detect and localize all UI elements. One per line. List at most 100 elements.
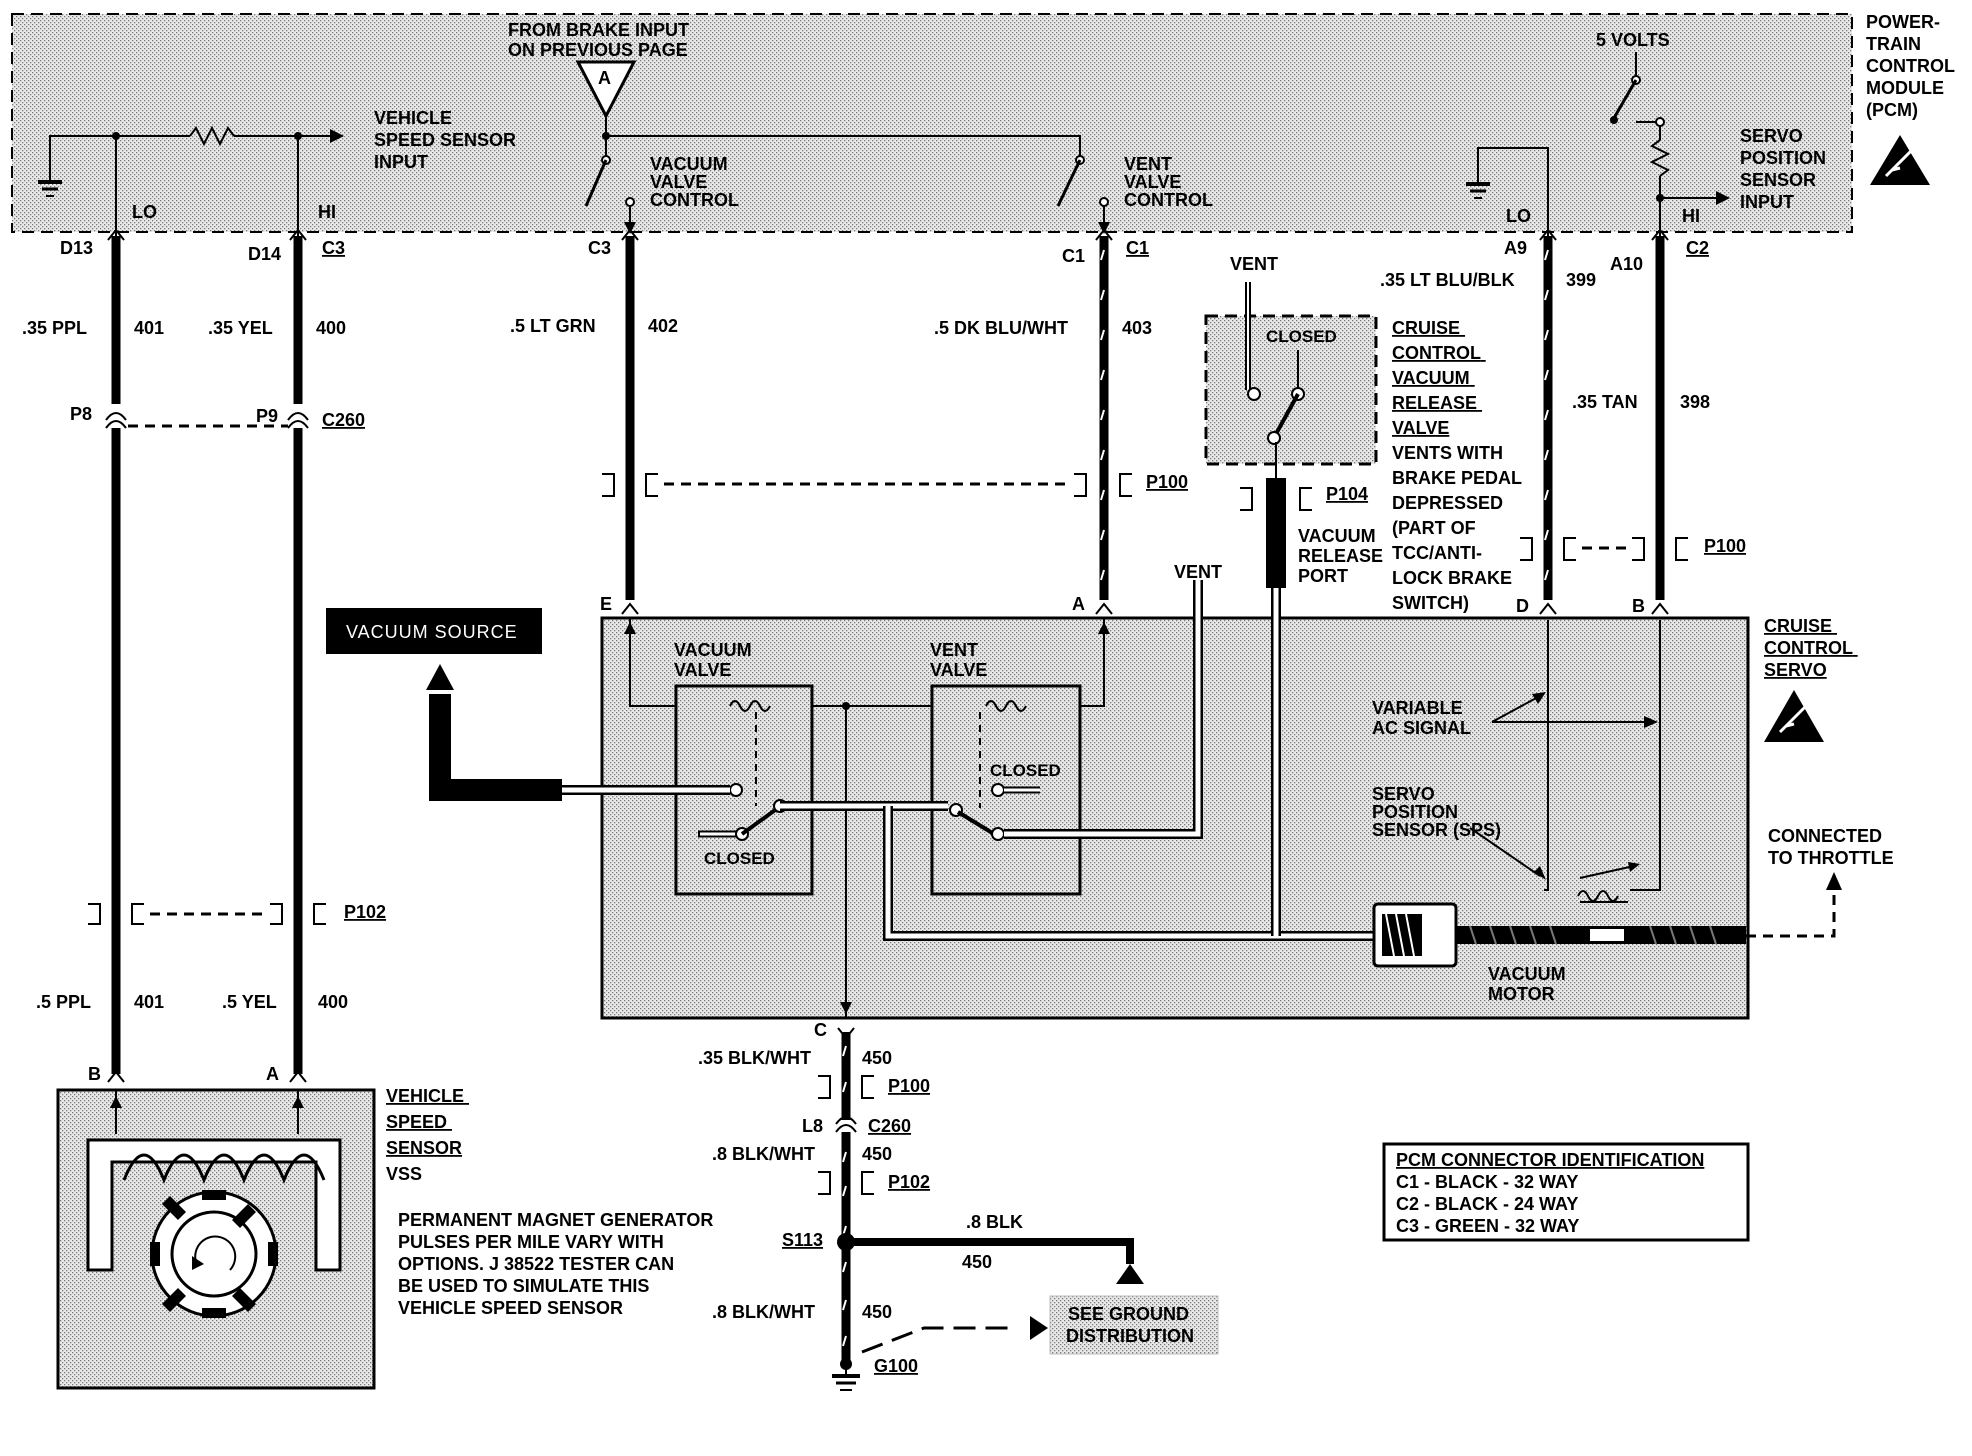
sps-coil-icon: [1577, 862, 1640, 903]
brake-input-marker: [575, 60, 637, 120]
vent-valve-label: VENT VALVE: [930, 640, 987, 680]
p102-connector-ground: [818, 1171, 874, 1195]
ground-symbol-icon: [38, 140, 62, 197]
wire-450-color-c: .8 BLK: [966, 1212, 1023, 1232]
release-port-label: VACUUM RELEASE PORT: [1298, 526, 1388, 586]
p100-connector-ground: [818, 1075, 874, 1099]
resistor-icon: [1649, 139, 1671, 177]
wire-402-number: 402: [648, 316, 678, 336]
p104-connector: [1240, 487, 1312, 511]
wire-401: [105, 228, 127, 1074]
terminal-a10: A10: [1610, 254, 1643, 274]
arrow-right-icon: [330, 129, 344, 143]
pcm-connector-row: C1 - BLACK - 32 WAY: [1396, 1172, 1578, 1192]
wire-400-color-lower: .5 YEL: [222, 992, 277, 1012]
hi-label: HI: [1682, 206, 1700, 226]
vent-label-servo: VENT: [1174, 562, 1222, 582]
pcm-title-line: POWER-: [1866, 12, 1940, 32]
vacuum-motor: [1372, 902, 1746, 968]
terminal-c1: C1: [1062, 246, 1085, 266]
connector-c3-label: C3: [322, 238, 345, 258]
release-port-plug: [1266, 478, 1286, 588]
pcm-title-line: TRAIN: [1866, 34, 1921, 54]
cruise-servo-label: CRUISE CONTROL SERVO: [1764, 616, 1858, 680]
terminal-d14: D14: [248, 244, 281, 264]
terminal-c3: C3: [588, 238, 611, 258]
wire-402: [621, 228, 639, 615]
connector-p104-label: P104: [1326, 484, 1368, 504]
terminal-a: A: [1072, 594, 1085, 614]
resistor-icon: [189, 125, 235, 147]
wire-400-color: .35 YEL: [208, 318, 273, 338]
vacuum-source-hose: [426, 664, 562, 801]
terminal-p8: P8: [70, 404, 92, 424]
pcm-connector-row: C3 - GREEN - 32 WAY: [1396, 1216, 1579, 1236]
hi-label: HI: [318, 202, 336, 222]
wire-450-number-b: 450: [862, 1144, 892, 1164]
terminal-p9: P9: [256, 406, 278, 426]
ground-g100-icon: [832, 1358, 860, 1391]
vacuum-valve-closed-label: CLOSED: [704, 849, 775, 868]
connector-c2-label: C2: [1686, 238, 1709, 258]
wire-401-number: 401: [134, 318, 164, 338]
solenoid-coil-icon: [729, 700, 771, 712]
see-ground-label: SEE GROUND DISTRIBUTION: [1066, 1304, 1194, 1346]
p100-connector: [602, 473, 1132, 497]
terminal-a9: A9: [1504, 238, 1527, 258]
wire-398: [1651, 228, 1669, 615]
wire-400-number-lower: 400: [318, 992, 348, 1012]
vacuum-tubing: [560, 580, 1380, 941]
pcm-title-line: CONTROL: [1866, 56, 1955, 76]
pcm-connector-title: PCM CONNECTOR IDENTIFICATION: [1396, 1150, 1704, 1170]
release-valve-closed-label: CLOSED: [1266, 327, 1337, 346]
ground-g100-label: G100: [874, 1356, 918, 1376]
wire-401-color: .35 PPL: [22, 318, 87, 338]
wire-400-number: 400: [316, 318, 346, 338]
sps-label: SERVO POSITION SENSOR (SPS): [1372, 784, 1501, 840]
vss-abbrev: VSS: [386, 1164, 422, 1184]
connector-p102-label-ground: P102: [888, 1172, 930, 1192]
wire-450-color-a: .35 BLK/WHT: [698, 1048, 811, 1068]
connector-p102-label: P102: [344, 902, 386, 922]
vent-label-top: VENT: [1230, 254, 1278, 274]
solenoid-coil-icon: [985, 700, 1027, 712]
splice-s113-label: S113: [782, 1230, 823, 1250]
pcm-title-line: MODULE: [1866, 78, 1944, 98]
terminal-vss-b: B: [88, 1064, 101, 1084]
pcm-title-line: (PCM): [1866, 100, 1918, 120]
pcm-box: [11, 13, 1853, 233]
brake-input-label: FROM BRAKE INPUT ON PREVIOUS PAGE: [508, 20, 694, 60]
vss-label: VEHICLE SPEED SENSOR: [386, 1086, 469, 1158]
wire-450: [835, 1027, 857, 1360]
arrow-right-icon: [1716, 191, 1730, 205]
wire-403-number: 403: [1122, 318, 1152, 338]
vent-valve-closed-label: CLOSED: [990, 761, 1061, 780]
vss-generator-icon: [86, 1090, 342, 1318]
wire-403-color: .5 DK BLU/WHT: [934, 318, 1068, 338]
vent-valve-control-label: VENT VALVE CONTROL: [1124, 154, 1213, 210]
release-valve-label: CRUISE CONTROL VACUUM RELEASE VALVE: [1392, 318, 1486, 438]
wire-399: [1539, 228, 1557, 615]
wire-399-number: 399: [1566, 270, 1596, 290]
connector-c260-label: C260: [322, 410, 365, 430]
vent-valve-switch-icon: [949, 783, 1040, 841]
vacuum-source-box: [326, 608, 542, 654]
connector-p100-label-right: P100: [1704, 536, 1746, 556]
wire-450-color-b: .8 BLK/WHT: [712, 1144, 815, 1164]
brake-marker-letter: A: [598, 68, 611, 88]
connector-c260-label-ground: C260: [868, 1116, 911, 1136]
release-valve-description: VENTS WITH BRAKE PEDAL DEPRESSED (PART O…: [1392, 443, 1527, 613]
variable-ac-label: VARIABLE AC SIGNAL: [1372, 698, 1471, 738]
terminal-vss-a: A: [266, 1064, 279, 1084]
release-valve-switch-icon: [1245, 282, 1305, 445]
esd-warning-icon: [1764, 690, 1824, 742]
wire-400: [287, 228, 309, 1074]
vacuum-valve-control-label: VACUUM VALVE CONTROL: [650, 154, 739, 210]
connector-p100-label-ground: P100: [888, 1076, 930, 1096]
wire-450-number-a: 450: [862, 1048, 892, 1068]
vacuum-source-label: VACUUM SOURCE: [346, 622, 518, 642]
p100-connector-right: [1520, 537, 1688, 561]
vent-valve-box: [930, 684, 1082, 896]
see-ground-box: [1049, 1295, 1219, 1355]
terminal-d: D: [1516, 596, 1529, 616]
